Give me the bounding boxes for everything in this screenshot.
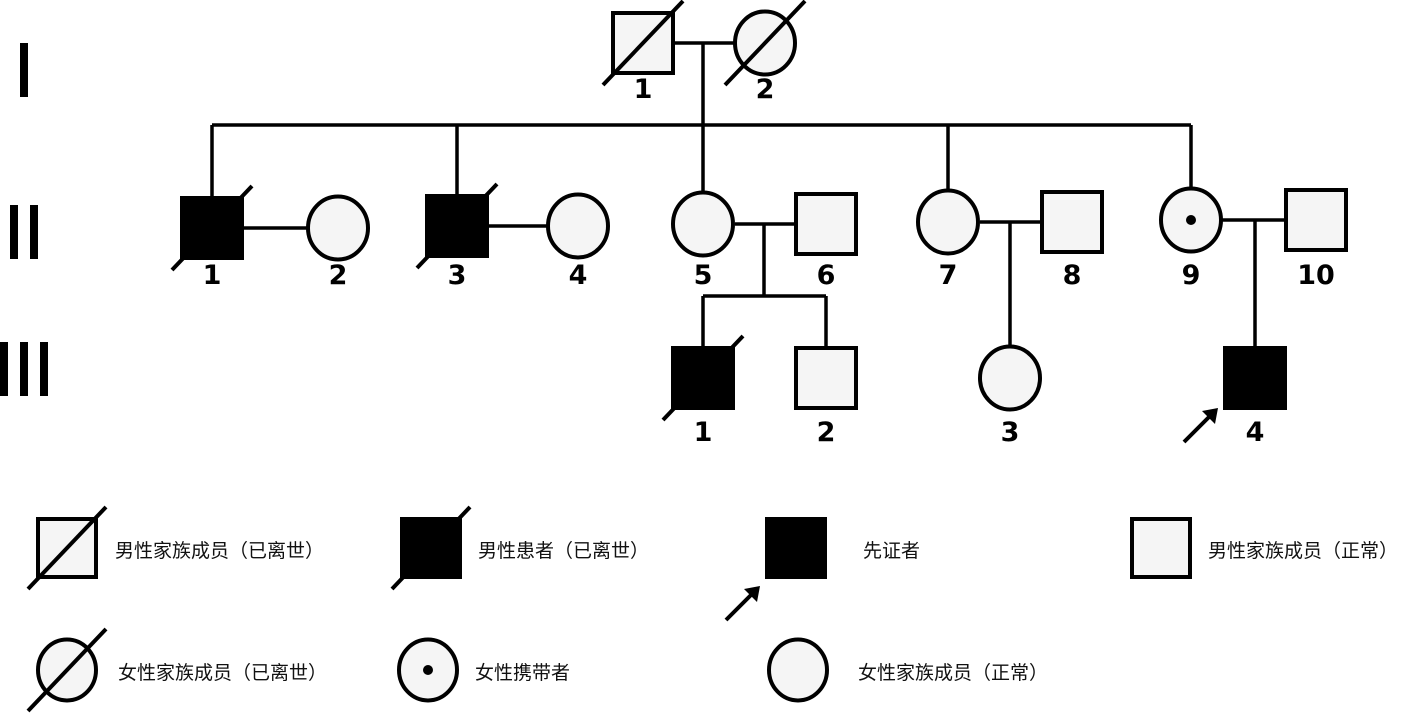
legend-label: 女性家族成员（正常） [858,662,1048,684]
carrier-dot-icon [1186,215,1196,225]
deceased-slash-icon [415,182,499,270]
legend-label: 男性家族成员（已离世） [115,540,324,562]
proband-arrow-shaft [724,592,754,622]
male-symbol [1284,188,1348,252]
female-symbol [546,192,610,260]
individual-number: 10 [1297,260,1335,291]
deceased-slash-icon [26,627,108,713]
legend-item-male-affected-deceased: 男性患者（已离世） [390,505,649,591]
individual-number: 2 [329,260,348,291]
legend-item-female-normal: 女性家族成员（正常） [767,637,1048,703]
individual-ii-9: 9 [1159,186,1223,291]
female-symbol [671,190,735,258]
individual-ii-10: 10 [1284,188,1348,291]
deceased-slash-icon [390,505,472,591]
female-symbol [916,188,980,256]
individual-iii-4: 4 [1182,346,1287,448]
individual-ii-2: 2 [306,194,370,291]
individual-i-2: 2 [723,0,807,105]
individual-i-1: 1 [601,0,685,105]
deceased-slash-icon [661,334,745,422]
individual-number: 9 [1182,260,1201,291]
legend-label: 女性家族成员（已离世） [118,662,327,684]
deceased-slash-icon [170,184,254,272]
generation-label-I [20,43,28,97]
male-symbol [1040,190,1104,254]
male-symbol [794,346,858,410]
individual-ii-4: 4 [546,192,610,291]
female-symbol [767,637,829,703]
individual-ii-3: 3 [415,182,499,291]
individual-number: 4 [569,260,588,291]
individual-ii-8: 8 [1040,190,1104,291]
individual-number: 1 [634,74,653,105]
legend-item-female-carrier: 女性携带者 [397,637,570,703]
individual-iii-1: 1 [661,334,745,448]
affected-male-symbol [1223,346,1287,410]
individual-number: 5 [694,260,713,291]
connection-lines [210,41,1286,348]
individual-ii-6: 6 [794,192,858,291]
individual-number: 3 [448,260,467,291]
individual-number: 1 [694,417,713,448]
individual-number: 6 [817,260,836,291]
male-symbol [1130,517,1192,579]
individual-iii-2: 2 [794,346,858,448]
individual-iii-3: 3 [978,344,1042,448]
affected-male-symbol [765,517,827,579]
individual-number: 3 [1001,417,1020,448]
male-symbol [794,192,858,256]
individual-number: 2 [756,74,775,105]
individual-number: 1 [203,260,222,291]
female-symbol [306,194,370,262]
proband-arrow-head [744,586,760,602]
proband-arrow-shaft [1182,414,1212,444]
generation-label-III [0,342,48,396]
legend-label: 先证者 [863,540,920,562]
individual-number: 7 [939,260,958,291]
individual-number: 8 [1063,260,1082,291]
legend-item-proband: 先证者 [724,517,920,622]
legend-label: 女性携带者 [475,662,570,684]
individual-ii-7: 7 [916,188,980,291]
legend-item-male-normal: 男性家族成员（正常） [1130,517,1398,579]
deceased-slash-icon [601,0,685,87]
deceased-slash-icon [723,0,807,87]
legend-item-female-deceased: 女性家族成员（已离世） [26,627,327,713]
individual-number: 2 [817,417,836,448]
generation-label-II [10,205,38,259]
proband-arrow-head [1202,408,1218,424]
legend-label: 男性患者（已离世） [478,540,649,562]
individual-ii-1: 1 [170,184,254,291]
carrier-dot-icon [423,665,433,675]
legend-item-male-deceased: 男性家族成员（已离世） [26,505,324,591]
legend-label: 男性家族成员（正常） [1208,540,1398,562]
female-symbol [978,344,1042,412]
deceased-slash-icon [26,505,108,591]
individual-ii-5: 5 [671,190,735,291]
individual-number: 4 [1246,417,1265,448]
